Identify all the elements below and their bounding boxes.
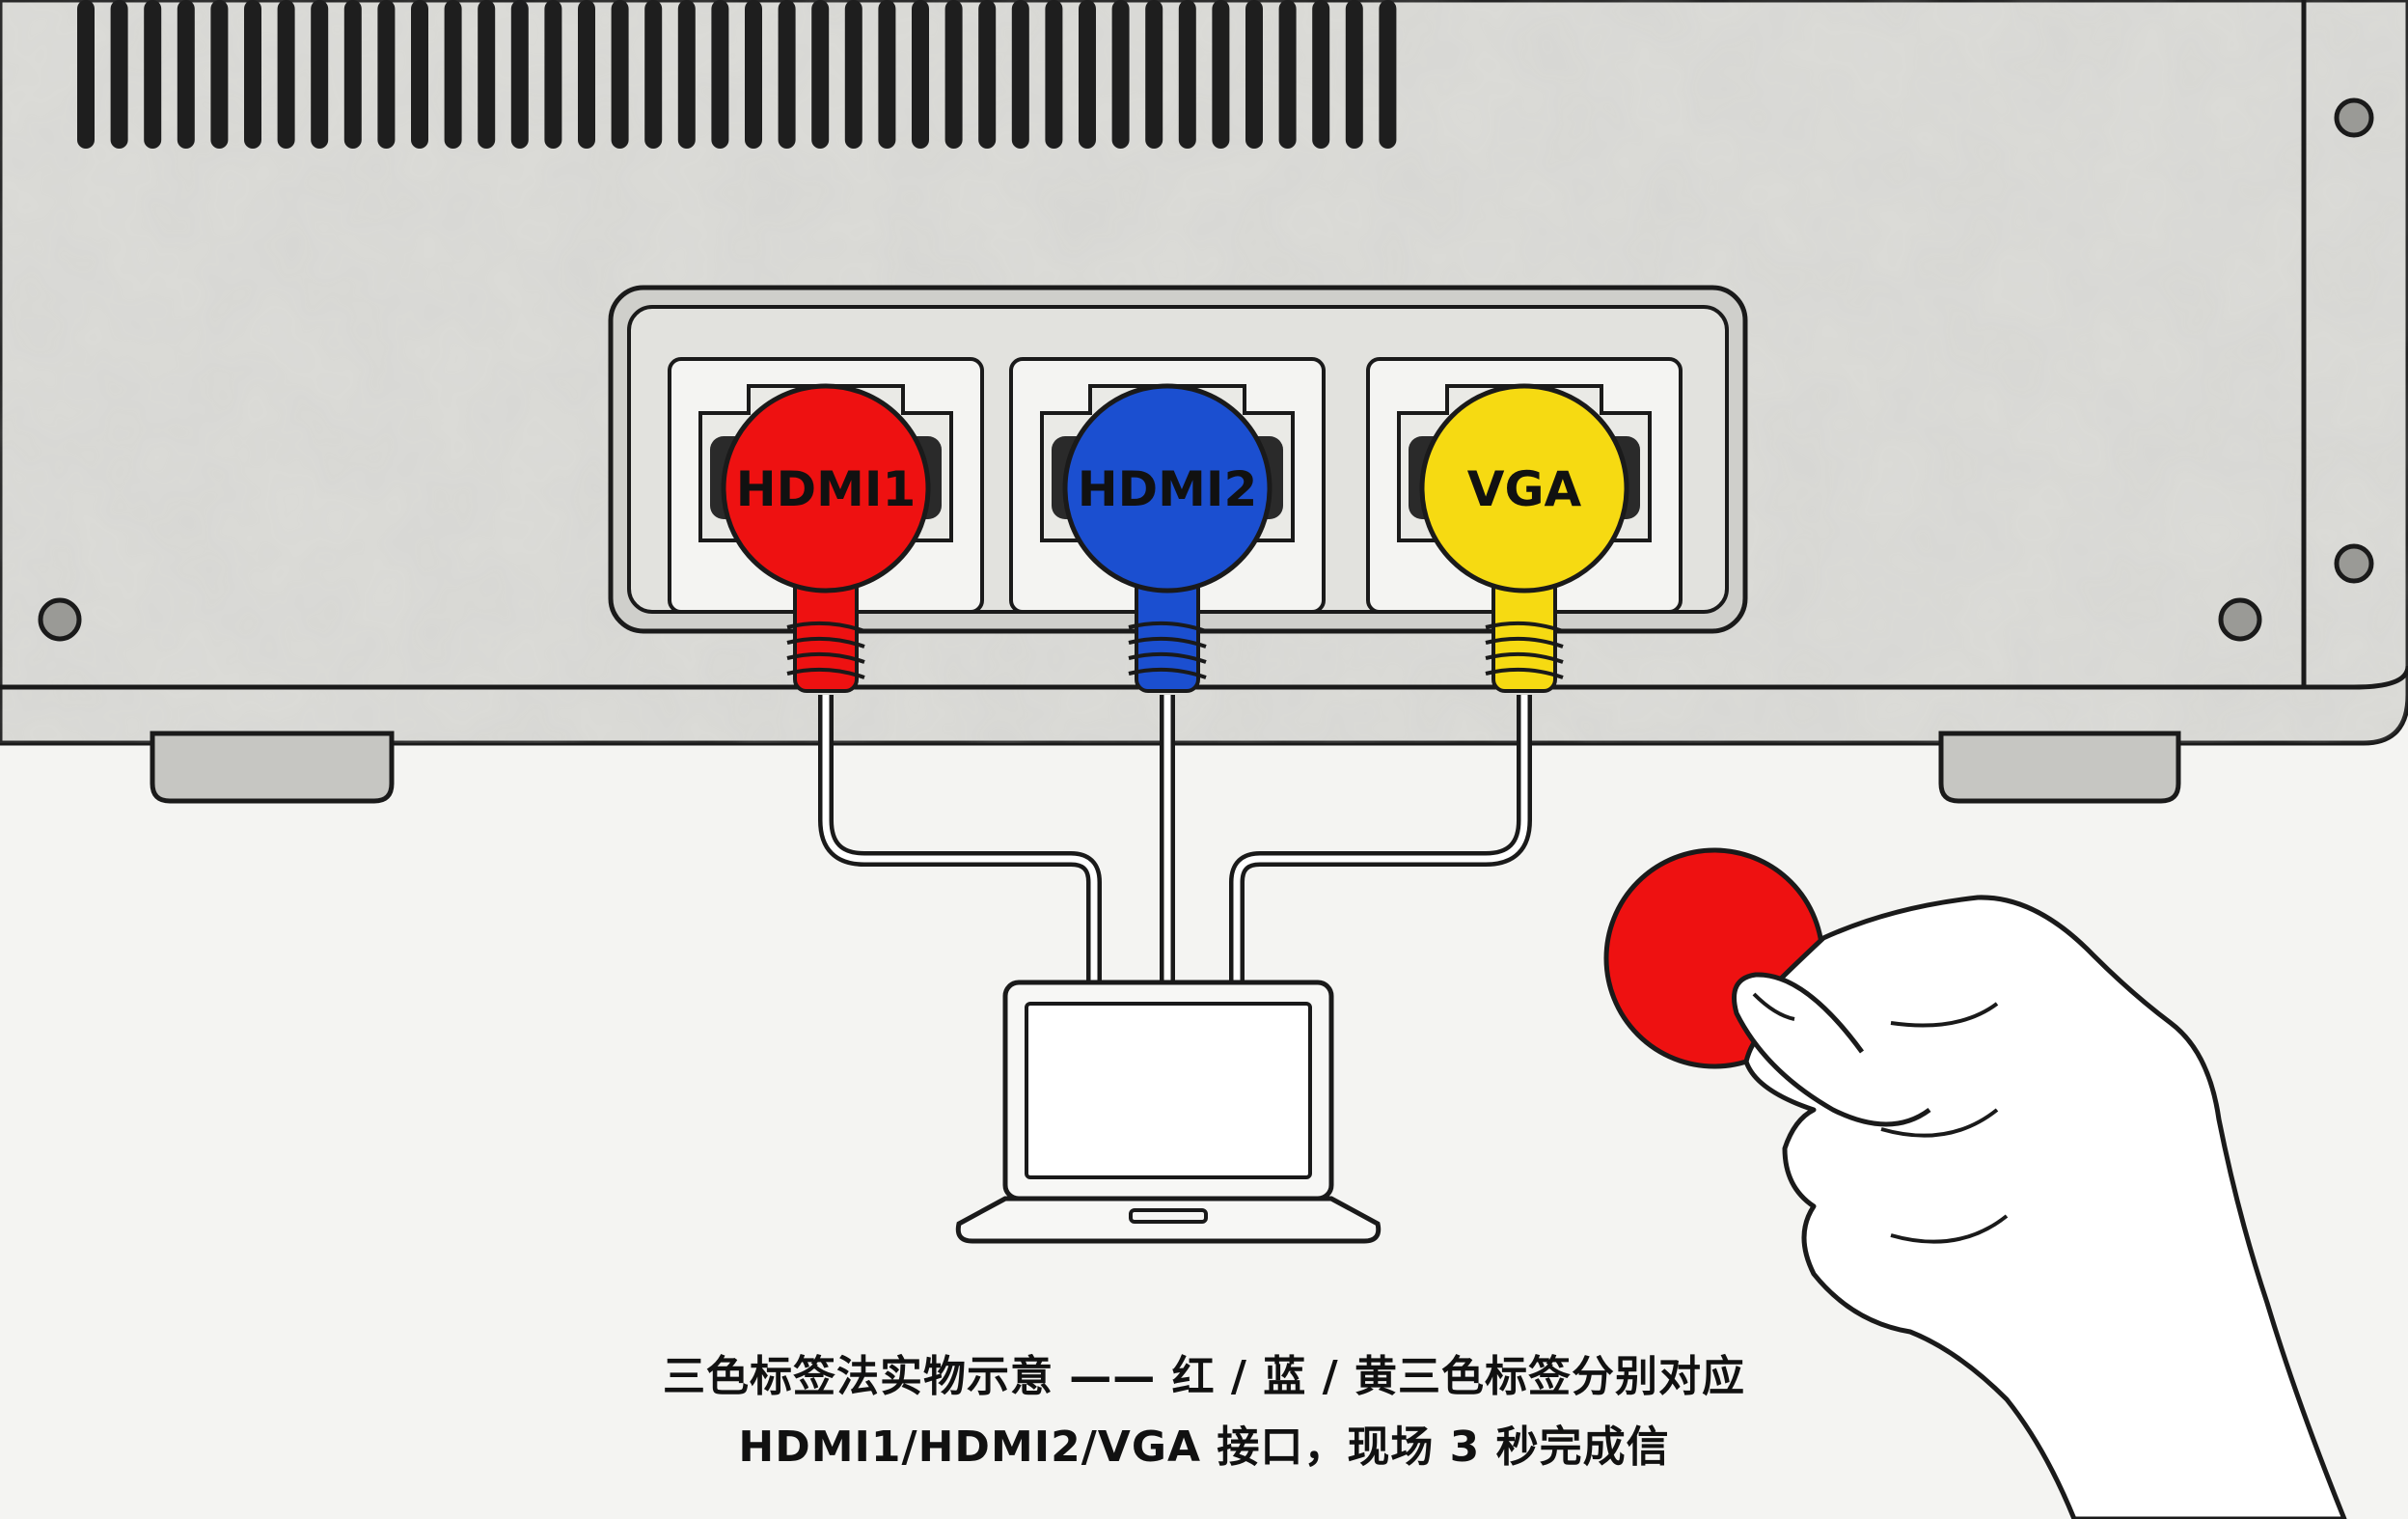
boot-ridge [1128,636,1207,649]
port-vga: VGA [1229,357,1683,982]
sticker-label: VGA [1467,461,1582,517]
hand-icon [1743,895,2347,1519]
vent-slot [644,0,663,149]
boot-ridge [786,636,865,649]
vent-slot [144,0,162,149]
vent-slot [311,0,329,149]
vent-slot [1278,0,1297,149]
boot-ridge [786,667,865,679]
device-feet [150,731,2181,804]
sticker-hdmi2 [1062,383,1272,594]
cable-core [1233,695,1528,982]
vent-slot [1379,0,1397,149]
boot-ridge [1128,651,1207,664]
vent-slot [544,0,562,149]
port-group: HDMI1 HDMI2 VGA [668,357,1683,982]
boot-ridge [1485,667,1564,679]
vent-slot [1079,0,1096,149]
vent-slot [444,0,462,149]
vent-slot [1145,0,1163,149]
boot-ridge [1485,636,1564,649]
vent-slot [1178,0,1196,149]
vent-slot [677,0,696,149]
vent-slot [611,0,629,149]
vent-slot [711,0,729,149]
vent-slot [411,0,428,149]
screw-icons [38,97,2374,642]
vent-slot [510,0,529,149]
sticker-label: HDMI2 [1078,461,1258,517]
vent-slot [110,0,128,149]
vent-slot [844,0,862,149]
screw-icon [2334,97,2374,138]
vent-slot [1345,0,1363,149]
vent-slot [210,0,229,149]
sticker-label: HDMI1 [736,461,917,517]
vent-slot [277,0,295,149]
boot-ridge [786,621,865,633]
laptop-icon [955,980,1382,1244]
vent-slot [944,0,963,149]
vent-slot [978,0,997,149]
vent-slot [878,0,896,149]
boot-ridge [786,651,865,664]
port-hdmi1: HDMI1 [668,357,1102,982]
vent-slot [1245,0,1263,149]
screw-icon [38,597,82,642]
boot-ridge [1128,667,1207,679]
hand-holding-sticker [1603,847,2347,1519]
vent-slot [77,0,95,149]
boot-ridge [1485,621,1564,633]
vent-slot [1212,0,1230,149]
port-hdmi2: HDMI2 [1009,357,1326,982]
vent-slot [177,0,195,149]
screw-icon [2334,543,2374,584]
vent-slots [77,0,1397,149]
vent-slot [811,0,830,149]
vent-slot [1111,0,1130,149]
vent-slot [377,0,396,149]
caption-line-2: HDMI1/HDMI2/VGA 接口，现场 3 秒完成信 [738,1422,1670,1472]
screw-icon [2218,597,2262,642]
vent-slot [745,0,762,149]
sticker-vga [1419,383,1629,594]
vent-slot [244,0,261,149]
vent-slot [578,0,595,149]
boot-ridge [1128,621,1207,633]
vent-slot [1011,0,1029,149]
vent-slot [1045,0,1063,149]
vent-slot [1312,0,1330,149]
boot-ridge [1485,651,1564,664]
sticker-hdmi1 [721,383,931,594]
vent-slot [343,0,362,149]
caption-line-1: 三色标签法实物示意 —— 红 / 蓝 / 黄三色标签分别对应 [662,1352,1746,1401]
vent-slot [778,0,796,149]
cable-core [822,695,1098,982]
vent-slot [912,0,929,149]
vent-slot [478,0,496,149]
